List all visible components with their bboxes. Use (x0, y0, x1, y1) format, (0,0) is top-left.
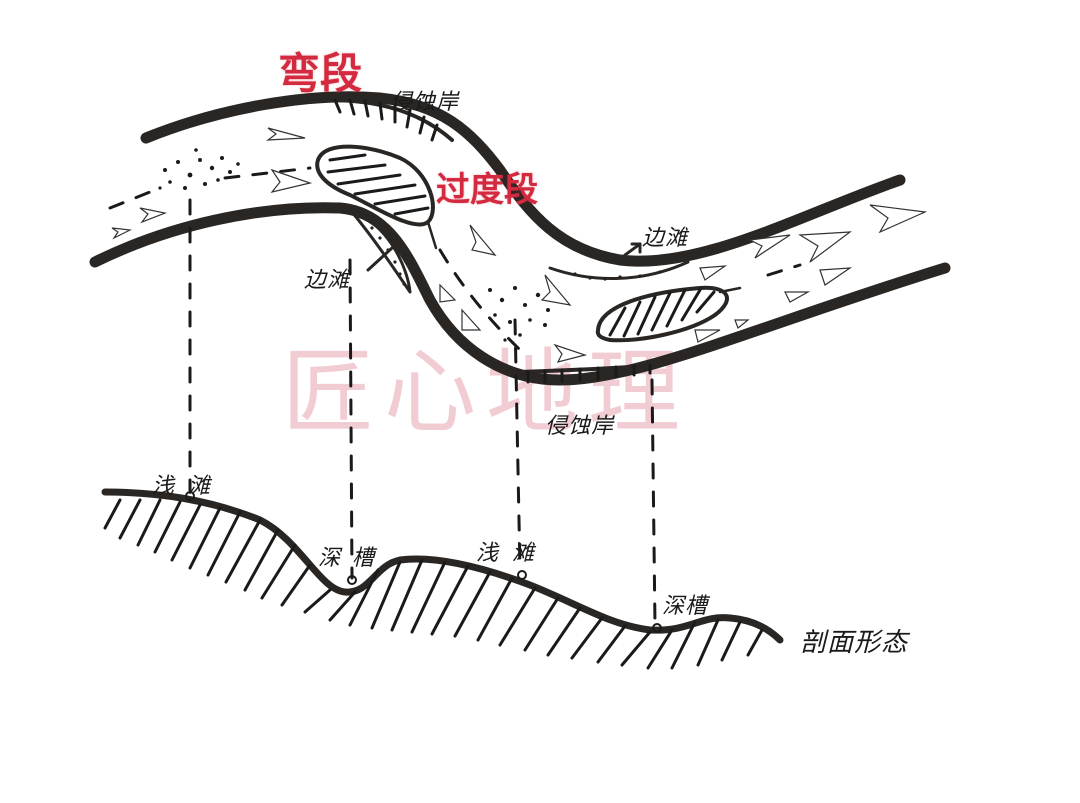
flow-arrow-icon (461, 308, 482, 331)
pool-2-label: 深槽 (662, 594, 709, 619)
erosion-bank-bottom-hatch (518, 363, 662, 384)
flow-arrow-icon (270, 168, 313, 193)
riverbed-profile (101, 488, 784, 670)
flow-arrow-icon (139, 207, 168, 224)
pool-1-label: 深槽 (318, 546, 387, 571)
point-bar-right (548, 242, 690, 281)
profile-hatching (103, 498, 764, 670)
shoal-2-label: 浅滩 (476, 541, 549, 566)
point-bar-left-label: 边滩 (304, 268, 351, 293)
flow-arrow-icon (266, 127, 306, 141)
erosion-bank-bottom-label: 侵蚀岸 (545, 414, 615, 439)
mid-channel-bar-2 (595, 285, 742, 343)
flow-arrow-icon (469, 224, 497, 256)
flow-direction-markers (111, 127, 928, 363)
flow-arrow-icon (734, 319, 750, 329)
sediment-speckles (158, 148, 550, 342)
flow-arrow-icon (784, 291, 811, 303)
flow-arrow-icon (553, 343, 588, 363)
flow-arrow-icon (694, 329, 721, 343)
transition-section-title: 过度段 (436, 170, 538, 210)
flow-arrow-icon (747, 234, 791, 259)
flow-arrow-icon (540, 274, 572, 306)
flow-arrow-icon (869, 204, 928, 234)
erosion-bank-top-label: 侵蚀岸 (390, 90, 460, 115)
river-banks (89, 91, 951, 386)
flow-arrow-icon (798, 231, 852, 263)
flow-arrow-icon (699, 265, 728, 281)
flow-arrow-icon (111, 227, 133, 240)
thalweg-line (108, 166, 802, 352)
point-bar-left (350, 210, 412, 294)
bend-section-title: 弯段 (278, 49, 363, 98)
erosion-bank-top-hatch (326, 98, 454, 142)
point-bar-right-label: 边滩 (642, 226, 689, 251)
shoal-1-label: 浅滩 (152, 474, 225, 499)
mid-channel-bar-1 (315, 144, 438, 250)
flow-arrow-icon (819, 267, 853, 286)
profile-caption-label: 剖面形态 (800, 628, 909, 658)
flow-arrow-icon (439, 283, 457, 303)
projection-lines (188, 198, 657, 627)
